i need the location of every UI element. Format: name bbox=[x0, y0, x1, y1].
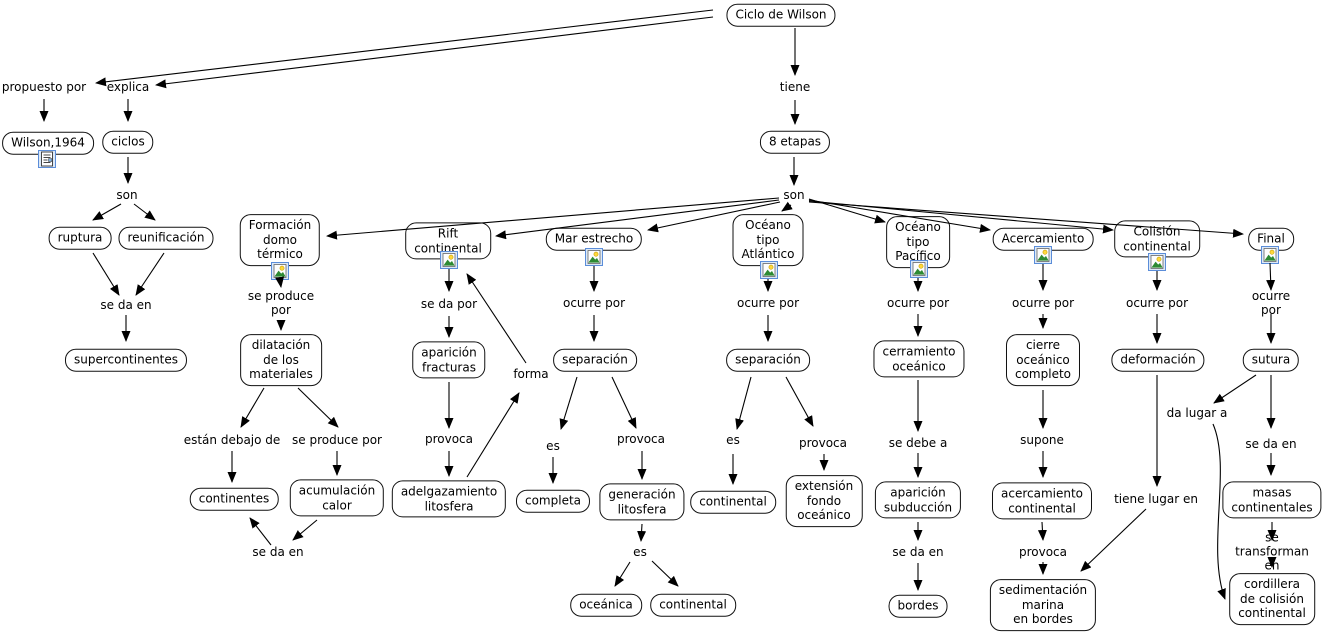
link-label-ocurre-por-acercamiento[interactable]: ocurre por bbox=[1011, 296, 1075, 311]
link-label-se-da-en-super[interactable]: se da en bbox=[100, 298, 152, 313]
concept-aparicion-fracturas[interactable]: aparición fracturas bbox=[412, 341, 486, 379]
concept-supercontinentes[interactable]: supercontinentes bbox=[64, 348, 188, 372]
link-label-provoca-extension[interactable]: provoca bbox=[798, 436, 848, 451]
document-resource-icon[interactable] bbox=[38, 150, 56, 168]
concept-mar-estrecho[interactable]: Mar estrecho bbox=[545, 227, 643, 251]
link-label-se-da-en-continentes[interactable]: se da en bbox=[252, 545, 304, 560]
concept-sutura[interactable]: sutura bbox=[1242, 348, 1300, 372]
concept-ciclos[interactable]: ciclos bbox=[102, 130, 154, 154]
link-label-ocurre-por-mar[interactable]: ocurre por bbox=[562, 296, 626, 311]
image-resource-icon[interactable] bbox=[440, 251, 458, 269]
link-label-se-produce-por-domo[interactable]: se produce por bbox=[247, 289, 315, 317]
concept-acumulacion-calor[interactable]: acumulación calor bbox=[289, 479, 385, 517]
link-label-estan-debajo-de[interactable]: están debajo de bbox=[183, 433, 281, 448]
link-label-se-produce-por-calor[interactable]: se produce por bbox=[292, 433, 382, 448]
link-label-forma[interactable]: forma bbox=[513, 367, 549, 382]
concept-generacion-litosfera[interactable]: generación litosfera bbox=[599, 483, 685, 521]
image-resource-icon[interactable] bbox=[585, 248, 603, 266]
concept-continental-generacion[interactable]: continental bbox=[650, 593, 736, 617]
image-resource-icon[interactable] bbox=[271, 262, 289, 280]
link-label-propuesto-por[interactable]: propuesto por bbox=[1, 80, 87, 95]
link-label-provoca-sedimentacion[interactable]: provoca bbox=[1018, 545, 1068, 560]
link-label-ocurre-por-atlantico[interactable]: ocurre por bbox=[736, 296, 800, 311]
concept-extension-fondo-oceanico[interactable]: extensión fondo oceánico bbox=[785, 475, 863, 527]
link-label-tiene[interactable]: tiene bbox=[779, 80, 811, 95]
link-label-se-da-en-bordes[interactable]: se da en bbox=[892, 545, 944, 560]
link-label-se-da-por[interactable]: se da por bbox=[420, 297, 478, 312]
link-label-provoca-rift[interactable]: provoca bbox=[424, 432, 474, 447]
concept-separacion-atlantico[interactable]: separación bbox=[726, 348, 810, 372]
link-label-da-lugar-a[interactable]: da lugar a bbox=[1166, 406, 1228, 421]
concept-continentes[interactable]: continentes bbox=[189, 487, 279, 511]
image-resource-icon[interactable] bbox=[760, 261, 778, 279]
link-label-explica[interactable]: explica bbox=[106, 80, 150, 95]
link-label-ocurre-por-colision[interactable]: ocurre por bbox=[1125, 296, 1189, 311]
concept-aparicion-subduccion[interactable]: aparición subducción bbox=[874, 481, 962, 519]
concept-masas-continentales[interactable]: masas continentales bbox=[1222, 481, 1322, 519]
link-label-se-debe-a[interactable]: se debe a bbox=[888, 436, 948, 451]
link-label-es-completa[interactable]: es bbox=[546, 439, 560, 454]
image-resource-icon[interactable] bbox=[1034, 246, 1052, 264]
concept-sedimentacion-marina[interactable]: sedimentación marina en bordes bbox=[989, 579, 1097, 631]
concept-completa[interactable]: completa bbox=[515, 489, 591, 513]
concept-continental-atlantico[interactable]: continental bbox=[690, 490, 776, 514]
concept-oceano-tipo-atlantico[interactable]: Océano tipo Atlántico bbox=[732, 214, 804, 266]
concept-bordes[interactable]: bordes bbox=[888, 594, 948, 618]
link-label-es-continental[interactable]: es bbox=[726, 433, 740, 448]
link-label-ocurre-por-final[interactable]: ocurre por bbox=[1251, 289, 1291, 317]
image-resource-icon[interactable] bbox=[1261, 246, 1279, 264]
concept-cerramiento-oceanico[interactable]: cerramiento oceánico bbox=[873, 340, 965, 378]
concept-formacion-domo-termico[interactable]: Formación domo térmico bbox=[239, 214, 321, 266]
concept-acercamiento-continental[interactable]: acercamiento continental bbox=[991, 482, 1093, 520]
concept-separacion-mar[interactable]: separación bbox=[553, 348, 637, 372]
link-label-supone[interactable]: supone bbox=[1020, 433, 1064, 448]
link-label-son-etapas[interactable]: son bbox=[783, 188, 805, 203]
link-label-se-transforman-en[interactable]: se transforman en bbox=[1235, 530, 1309, 572]
concept-cordillera-colision[interactable]: cordillera de colisión continental bbox=[1229, 573, 1315, 625]
image-resource-icon[interactable] bbox=[910, 260, 928, 278]
concept-reunificacion[interactable]: reunificación bbox=[118, 226, 214, 250]
concept-adelgazamiento-litosfera[interactable]: adelgazamiento litosfera bbox=[391, 480, 507, 518]
link-label-tiene-lugar-en[interactable]: tiene lugar en bbox=[1114, 492, 1198, 507]
concept-oceanica[interactable]: oceánica bbox=[570, 593, 642, 617]
concept-dilatacion-materiales[interactable]: dilatación de los materiales bbox=[240, 334, 322, 386]
concept-8-etapas[interactable]: 8 etapas bbox=[759, 130, 831, 154]
link-label-provoca-generacion[interactable]: provoca bbox=[616, 432, 666, 447]
concept-ciclo-de-wilson[interactable]: Ciclo de Wilson bbox=[726, 3, 836, 27]
link-label-ocurre-por-pacifico[interactable]: ocurre por bbox=[886, 296, 950, 311]
link-label-es-generacion[interactable]: es bbox=[633, 545, 647, 560]
image-resource-icon[interactable] bbox=[1148, 253, 1166, 271]
link-label-son-ciclos[interactable]: son bbox=[116, 188, 138, 203]
concept-cierre-oceanico-completo[interactable]: cierre oceánico completo bbox=[1005, 334, 1081, 386]
concept-ruptura[interactable]: ruptura bbox=[48, 226, 112, 250]
link-label-se-da-en-final[interactable]: se da en bbox=[1245, 437, 1297, 452]
concept-deformacion[interactable]: deformación bbox=[1111, 348, 1205, 372]
